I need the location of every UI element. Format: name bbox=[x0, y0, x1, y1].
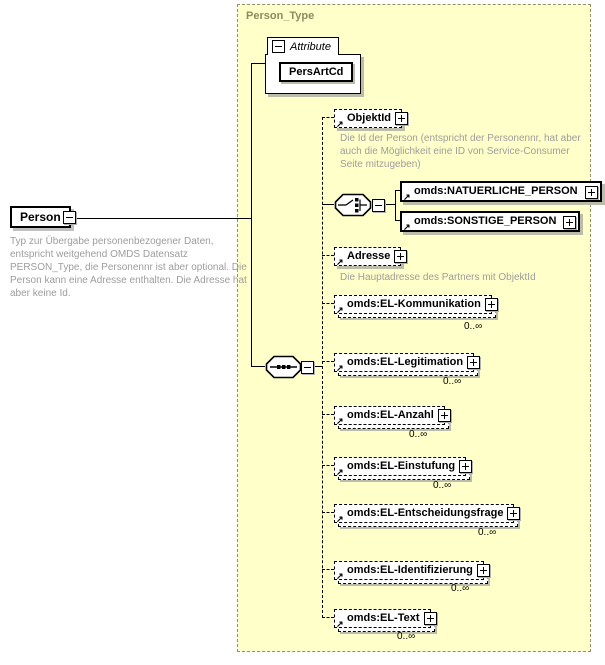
connector-sequence bbox=[251, 366, 265, 367]
trunk-children bbox=[322, 117, 323, 618]
occurrence-label: 0..∞ bbox=[478, 527, 497, 538]
element-natuerliche-person[interactable]: ↗ omds:NATUERLICHE_PERSON bbox=[400, 181, 602, 202]
element-el-anzahl[interactable]: ↗ omds:EL-Anzahl bbox=[334, 405, 451, 429]
expand-toggle-el-kommunikation[interactable] bbox=[484, 298, 498, 311]
connector-choice-split bbox=[384, 204, 395, 205]
connector-choice bbox=[322, 204, 334, 205]
sequence-compositor-icon[interactable] bbox=[265, 355, 302, 384]
element-ref-icon: ↗ bbox=[336, 571, 344, 581]
collapse-toggle-attributes[interactable] bbox=[272, 40, 285, 53]
connector-el-identifizierung bbox=[322, 569, 334, 570]
element-ref-icon: ↗ bbox=[336, 119, 344, 129]
element-el-text-label: omds:EL-Text bbox=[347, 612, 420, 624]
element-el-kommunikation-label: omds:EL-Kommunikation bbox=[347, 298, 481, 310]
expand-toggle-objektid[interactable] bbox=[395, 112, 409, 125]
occurrence-label: 0..∞ bbox=[397, 631, 416, 642]
connector-el-text bbox=[322, 617, 334, 618]
connector-natuerliche-person bbox=[395, 190, 400, 191]
element-el-entscheidungsfrage[interactable]: ↗ omds:EL-Entscheidungsfrage bbox=[334, 503, 521, 527]
collapse-toggle-choice[interactable] bbox=[372, 199, 385, 212]
element-ref-icon: ↗ bbox=[336, 257, 344, 267]
element-adresse-label: Adresse bbox=[347, 250, 391, 262]
element-el-identifizierung[interactable]: ↗ omds:EL-Identifizierung bbox=[334, 560, 490, 584]
element-el-einstufung[interactable]: ↗ omds:EL-Einstufung bbox=[334, 456, 473, 480]
connector-el-entscheidungsfrage bbox=[322, 512, 334, 513]
annotation-adresse: Die Hauptadresse des Partners mit Objekt… bbox=[340, 272, 536, 283]
connector-choice-vertical bbox=[395, 190, 396, 221]
connector-el-anzahl bbox=[322, 414, 334, 415]
occurrence-label: 0..∞ bbox=[443, 376, 462, 387]
connector-objektid bbox=[322, 117, 334, 118]
element-ref-icon: ↗ bbox=[336, 363, 344, 373]
occurrence-label: 0..∞ bbox=[433, 480, 452, 491]
element-objektid[interactable]: ↗ ObjektId bbox=[334, 108, 409, 129]
expand-toggle-el-legitimation[interactable] bbox=[467, 356, 481, 369]
element-sonstige-person[interactable]: ↗ omds:SONSTIGE_PERSON bbox=[400, 211, 581, 232]
element-el-legitimation[interactable]: ↗ omds:EL-Legitimation bbox=[334, 352, 481, 376]
element-el-identifizierung-label: omds:EL-Identifizierung bbox=[347, 564, 473, 576]
element-objektid-label: ObjektId bbox=[347, 112, 392, 124]
expand-toggle-el-einstufung[interactable] bbox=[459, 460, 473, 473]
element-ref-icon: ↗ bbox=[336, 619, 344, 629]
element-sonstige-person-label: omds:SONSTIGE_PERSON bbox=[414, 215, 557, 227]
connector-el-kommunikation bbox=[322, 303, 334, 304]
connector-adresse bbox=[322, 255, 334, 256]
element-ref-icon: ↗ bbox=[403, 222, 411, 232]
expand-toggle-sonstige-person[interactable] bbox=[563, 215, 577, 229]
expand-toggle-el-text[interactable] bbox=[423, 612, 437, 625]
connector-el-einstufung bbox=[322, 465, 334, 466]
expand-toggle-el-entscheidungsfrage[interactable] bbox=[507, 507, 521, 520]
element-el-einstufung-label: omds:EL-Einstufung bbox=[347, 460, 456, 472]
trunk-main bbox=[251, 63, 252, 367]
element-natuerliche-person-label: omds:NATUERLICHE_PERSON bbox=[414, 185, 578, 197]
element-ref-icon: ↗ bbox=[336, 305, 344, 315]
choice-compositor-icon[interactable] bbox=[334, 193, 372, 222]
element-el-text[interactable]: ↗ omds:EL-Text bbox=[334, 608, 437, 632]
connector-person bbox=[72, 218, 251, 219]
person-type-label: Person_Type bbox=[246, 10, 315, 22]
element-adresse[interactable]: ↗ Adresse bbox=[334, 246, 408, 267]
collapse-toggle-sequence[interactable] bbox=[301, 361, 314, 374]
connector-attribute-group bbox=[251, 63, 265, 64]
element-ref-icon: ↗ bbox=[403, 192, 411, 202]
person-type-container: Person_Type bbox=[237, 4, 591, 652]
expand-toggle-natuerliche-person[interactable] bbox=[584, 185, 598, 199]
attribute-persartcd[interactable]: PersArtCd bbox=[279, 62, 354, 82]
collapse-toggle-person[interactable] bbox=[62, 211, 76, 224]
annotation-objektid: Die Id der Person (entspricht der Person… bbox=[340, 133, 581, 170]
annotation-person: Typ zur Übergabe personenbezogener Daten… bbox=[10, 236, 247, 299]
element-el-legitimation-label: omds:EL-Legitimation bbox=[347, 356, 464, 368]
element-ref-icon: ↗ bbox=[336, 467, 344, 477]
element-ref-icon: ↗ bbox=[336, 514, 344, 524]
attribute-group-label: Attribute bbox=[290, 40, 331, 53]
expand-toggle-el-anzahl[interactable] bbox=[437, 409, 451, 422]
occurrence-label: 0..∞ bbox=[464, 321, 483, 332]
attribute-persartcd-label: PersArtCd bbox=[289, 66, 344, 78]
connector-sequence-trunk bbox=[313, 366, 322, 367]
element-person[interactable]: Person bbox=[10, 206, 76, 228]
occurrence-label: 0..∞ bbox=[451, 583, 470, 594]
element-el-kommunikation[interactable]: ↗ omds:EL-Kommunikation bbox=[334, 294, 498, 318]
expand-toggle-el-identifizierung[interactable] bbox=[476, 564, 490, 577]
connector-sonstige-person bbox=[395, 220, 400, 221]
attribute-group-tab: Attribute bbox=[267, 37, 339, 55]
expand-toggle-adresse[interactable] bbox=[394, 250, 408, 263]
occurrence-label: 0..∞ bbox=[409, 429, 428, 440]
element-ref-icon: ↗ bbox=[336, 416, 344, 426]
element-el-anzahl-label: omds:EL-Anzahl bbox=[347, 409, 434, 421]
element-person-label: Person bbox=[20, 210, 61, 224]
connector-el-legitimation bbox=[322, 361, 334, 362]
element-el-entscheidungsfrage-label: omds:EL-Entscheidungsfrage bbox=[347, 507, 504, 519]
